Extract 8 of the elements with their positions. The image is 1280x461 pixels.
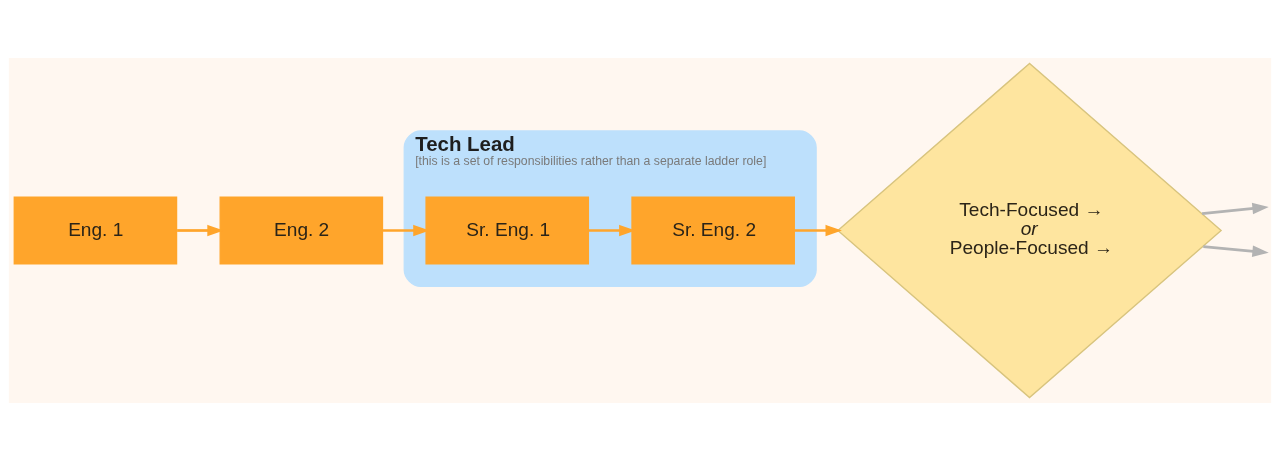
node-box: Eng. 1 (13, 196, 178, 265)
arrow (1203, 245, 1269, 257)
arrow (794, 224, 842, 237)
arrow (1201, 202, 1269, 215)
node-box: Sr. Eng. 2 (631, 196, 795, 265)
node-diamond: Tech-Focused → or People-Focused → (836, 62, 1223, 399)
node-box: Eng. 2 (219, 196, 384, 265)
node-box: Sr. Eng. 1 (425, 196, 590, 265)
